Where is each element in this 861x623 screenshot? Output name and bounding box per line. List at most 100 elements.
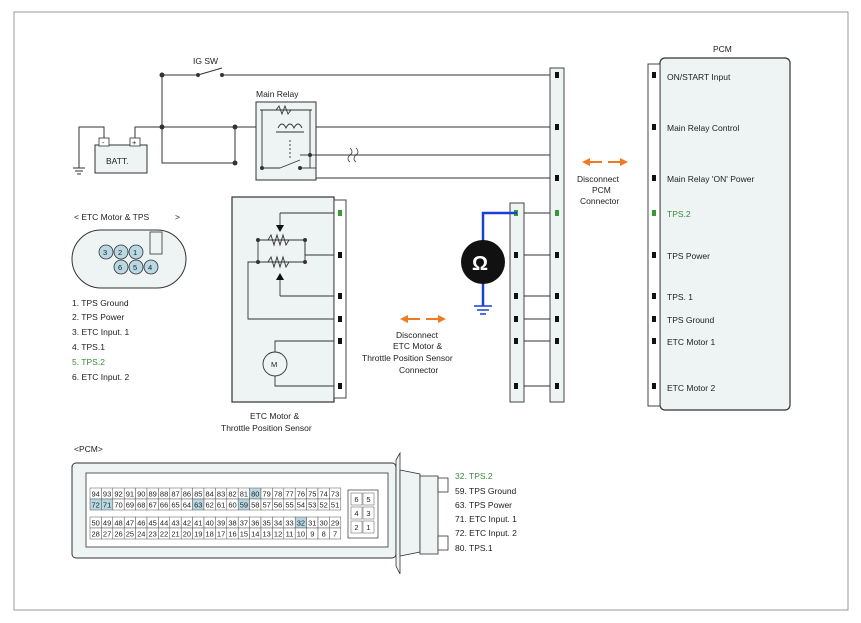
pcm-pin-number: 77 — [285, 489, 293, 498]
pcm-pin-number: 15 — [240, 529, 248, 538]
pcm-box: PCM ON/START Input Main Relay Control Ma… — [647, 44, 791, 411]
pcm-pin-number: 90 — [137, 489, 145, 498]
etc-connector-title: < ETC Motor & TPS — [74, 212, 150, 222]
pcm-pin-number: 43 — [171, 518, 179, 527]
pcm-pin-number: 44 — [160, 518, 168, 527]
pcm-conn-pin-desc: 59. TPS Ground — [455, 486, 517, 496]
pcm-pin-label: TPS Ground — [667, 315, 715, 325]
top-wires — [73, 67, 555, 179]
pcm-pin-cell — [329, 498, 342, 511]
pcm-pin-label: TPS Power — [667, 251, 710, 261]
battery: - + BATT. — [94, 137, 148, 174]
disconnect-etc-text: Disconnect — [396, 330, 439, 340]
etc-pin-desc: 1. TPS Ground — [72, 298, 129, 308]
pcm-pin-number: 86 — [183, 489, 191, 498]
pcm-pin-number: 14 — [251, 529, 259, 538]
pcm-pin-number: 50 — [92, 518, 100, 527]
pcm-pin-number: 72 — [92, 500, 100, 509]
pcm-pin-number: 70 — [114, 500, 122, 509]
pcm-pin-number: 80 — [251, 489, 259, 498]
pcm-pin-number: 53 — [308, 500, 316, 509]
pcm-pin-number: 32 — [297, 518, 305, 527]
pcm-small-pin-number: 1 — [366, 523, 370, 532]
pcm-pin-number: 47 — [126, 518, 134, 527]
pcm-small-pin-cell — [350, 506, 363, 520]
pcm-pin-cell — [329, 527, 342, 540]
pcm-pin-number: 35 — [263, 518, 271, 527]
pcm-pin-number: 16 — [228, 529, 236, 538]
pcm-small-pin-number: 6 — [354, 495, 358, 504]
pcm-small-pin-number: 3 — [366, 509, 370, 518]
pcm-pin-number: 25 — [126, 529, 134, 538]
pcm-small-pin-number: 4 — [354, 509, 358, 518]
etc-pin-num: 3 — [103, 248, 107, 257]
disconnect-etc-text: Throttle Position Sensor — [362, 353, 453, 363]
pcm-pin-number: 12 — [274, 529, 282, 538]
pcm-pin-number: 26 — [114, 529, 122, 538]
pcm-pin-number: 82 — [228, 489, 236, 498]
pcm-pin-number: 39 — [217, 518, 225, 527]
pcm-pin-number: 52 — [320, 500, 328, 509]
pcm-pin-number: 68 — [137, 500, 145, 509]
pcm-pin-number: 55 — [285, 500, 293, 509]
pcm-connector-title: <PCM> — [74, 444, 103, 454]
pcm-pin-number: 8 — [322, 529, 326, 538]
pcm-pin-number: 56 — [274, 500, 282, 509]
pcm-pin-number: 23 — [149, 529, 157, 538]
pcm-pin-number: 92 — [114, 489, 122, 498]
etc-component-label: ETC Motor & — [250, 411, 299, 421]
main-relay-label: Main Relay — [256, 89, 299, 99]
pcm-pin-label: ETC Motor 2 — [667, 383, 715, 393]
pcm-pin-number: 37 — [240, 518, 248, 527]
etc-pcm-wires — [524, 212, 550, 387]
ohm-icon: Ω — [472, 253, 488, 275]
pcm-conn-pin-desc: 32. TPS.2 — [455, 471, 493, 481]
pcm-pin-label: Main Relay 'ON' Power — [667, 174, 754, 184]
pcm-pin-number: 46 — [137, 518, 145, 527]
pcm-pin-number: 45 — [149, 518, 157, 527]
pcm-pin-number: 48 — [114, 518, 122, 527]
etc-pin-desc: 2. TPS Power — [72, 312, 124, 322]
etc-pin-num: 2 — [118, 248, 122, 257]
pcm-small-pin-cell — [362, 520, 375, 534]
main-relay: Main Relay — [255, 89, 359, 181]
pcm-pin-number: 73 — [331, 489, 339, 498]
pcm-pin-number: 93 — [103, 489, 111, 498]
pcm-conn-pin-desc: 80. TPS.1 — [455, 543, 493, 553]
pcm-pin-number: 13 — [263, 529, 271, 538]
pcm-pin-number: 59 — [240, 500, 248, 509]
pcm-harness-strip — [549, 67, 565, 403]
pcm-pin-number: 9 — [310, 529, 314, 538]
pcm-conn-pin-desc: 72. ETC Input. 2 — [455, 528, 517, 538]
ig-sw-label: IG SW — [193, 56, 218, 66]
pcm-pin-number: 34 — [274, 518, 282, 527]
battery-pos: + — [132, 138, 137, 147]
pcm-pin-number: 51 — [331, 500, 339, 509]
pcm-pin-number: 69 — [126, 500, 134, 509]
pcm-pin-number: 65 — [171, 500, 179, 509]
pcm-pin-number: 40 — [206, 518, 214, 527]
etc-pin-desc: 3. ETC Input. 1 — [72, 327, 129, 337]
ohmmeter: Ω — [461, 211, 517, 315]
pcm-pin-number: 54 — [297, 500, 305, 509]
disconnect-pcm-arrow — [582, 158, 628, 166]
disconnect-pcm-text: Connector — [580, 196, 619, 206]
etc-pin-num: 1 — [133, 248, 137, 257]
pcm-pin-number: 10 — [297, 529, 305, 538]
pcm-pin-number: 31 — [308, 518, 316, 527]
pcm-pin-number: 41 — [194, 518, 202, 527]
pcm-pin-number: 62 — [206, 500, 214, 509]
pcm-pin-number: 67 — [149, 500, 157, 509]
pcm-pin-number: 57 — [263, 500, 271, 509]
pcm-pin-number: 7 — [333, 529, 337, 538]
etc-harness-strip — [509, 202, 525, 403]
pcm-pin-number: 94 — [92, 489, 100, 498]
battery-neg: - — [102, 138, 105, 147]
pcm-pin-number: 89 — [149, 489, 157, 498]
pcm-pin-number: 76 — [297, 489, 305, 498]
pcm-pin-label: TPS.2 — [667, 209, 691, 219]
pcm-pin-label: TPS. 1 — [667, 292, 693, 302]
pcm-pin-number: 63 — [194, 500, 202, 509]
etc-pin-desc: 6. ETC Input. 2 — [72, 372, 129, 382]
